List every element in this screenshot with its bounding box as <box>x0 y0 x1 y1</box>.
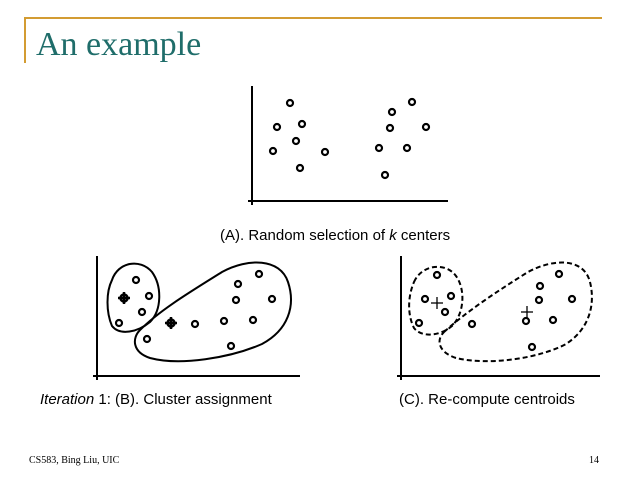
point <box>535 281 545 291</box>
point <box>297 119 307 129</box>
point <box>320 147 330 157</box>
point <box>142 334 152 344</box>
point <box>137 307 147 317</box>
figure-c-recompute-centroids <box>397 256 600 380</box>
caption-figure-c: (C). Re-compute centroids <box>399 391 575 408</box>
point <box>467 319 477 329</box>
point <box>527 342 537 352</box>
point <box>385 123 395 133</box>
point <box>114 318 124 328</box>
point <box>534 295 544 305</box>
point <box>420 294 430 304</box>
point <box>402 143 412 153</box>
point <box>248 315 258 325</box>
point <box>548 315 558 325</box>
point <box>226 341 236 351</box>
point <box>285 98 295 108</box>
caption-b-text: 1: (B). Cluster assignment <box>94 391 272 408</box>
point <box>521 316 531 326</box>
caption-a-text: (A). Random selection of <box>220 227 390 244</box>
caption-a-suffix: centers <box>396 227 451 244</box>
point <box>233 279 243 289</box>
point <box>190 319 200 329</box>
point <box>554 269 564 279</box>
point <box>421 122 431 132</box>
title-accent-line <box>24 17 602 19</box>
figure-a-random-centers <box>248 86 448 205</box>
cluster-2-boundary <box>438 261 593 363</box>
cluster-2-boundary <box>133 261 292 363</box>
title-accent-bar <box>24 17 26 63</box>
figure-b-cluster-assignment <box>93 256 300 380</box>
caption-figure-b: Iteration 1: (B). Cluster assignment <box>40 391 272 408</box>
point <box>144 291 154 301</box>
point <box>446 291 456 301</box>
point <box>267 294 277 304</box>
point <box>131 275 141 285</box>
caption-b-iteration: Iteration <box>40 391 95 408</box>
caption-figure-a: (A). Random selection of k centers <box>220 227 450 244</box>
point <box>231 295 241 305</box>
point <box>387 107 397 117</box>
slide-title: An example <box>36 26 202 63</box>
point <box>407 97 417 107</box>
point <box>219 316 229 326</box>
point <box>295 163 305 173</box>
point <box>414 318 424 328</box>
point <box>567 294 577 304</box>
point <box>380 170 390 180</box>
page-number: 14 <box>589 455 599 466</box>
footer-course: CS583, Bing Liu, UIC <box>29 455 120 466</box>
point <box>374 143 384 153</box>
point <box>291 136 301 146</box>
point <box>254 269 264 279</box>
point <box>268 146 278 156</box>
point <box>272 122 282 132</box>
point <box>440 307 450 317</box>
point <box>432 270 442 280</box>
caption-a-k: k <box>389 227 397 244</box>
